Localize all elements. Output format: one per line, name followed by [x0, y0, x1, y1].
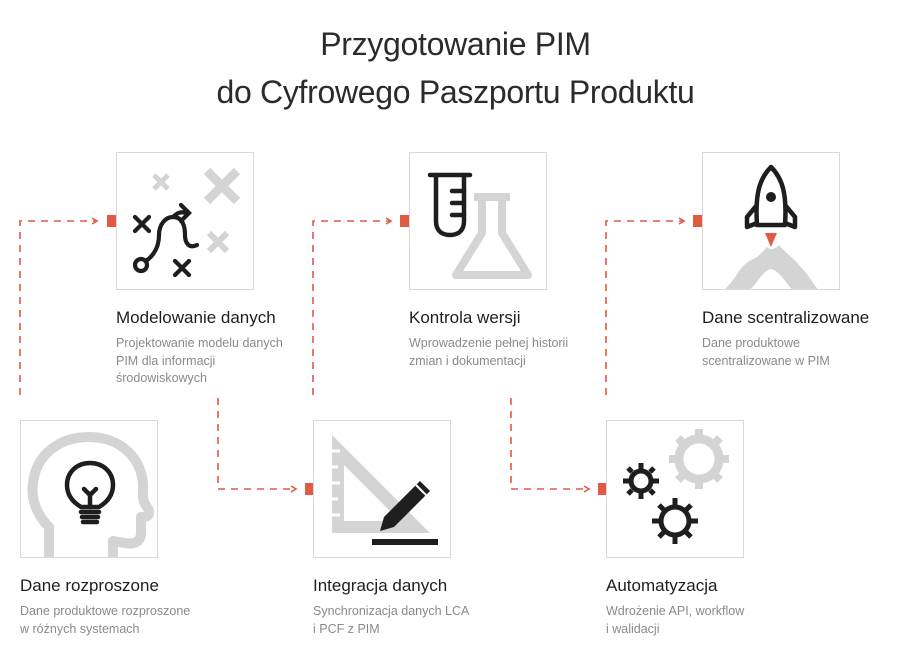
connector-1-to-2 [19, 217, 99, 395]
desc-line: Dane produktowe [702, 336, 800, 350]
card-automatyzacja [606, 420, 744, 558]
gears-icon [623, 429, 729, 544]
desc-line: PIM dla informacji [116, 353, 216, 368]
desc-line: Dane produktowe rozproszone [20, 604, 191, 618]
desc-line: zmian i dokumentacji [409, 353, 526, 368]
desc-line: Wdrożenie API, workflow [606, 604, 745, 618]
step-desc-modelowanie-danych: Projektowanie modelu danych PIM dla info… [116, 335, 316, 388]
connector-5-to-6 [605, 217, 686, 395]
step-desc-integracja-danych: Synchronizacja danych LCA i PCF z PIM [313, 603, 513, 638]
card-dane-scentralizowane [702, 152, 840, 290]
card-integracja-danych [313, 420, 451, 558]
step-desc-dane-rozproszone: Dane produktowe rozproszone w różnych sy… [20, 603, 220, 638]
desc-line: środowiskowych [116, 371, 208, 385]
desc-line: Synchronizacja danych LCA [313, 604, 470, 618]
step-label-dane-rozproszone: Dane rozproszone [20, 576, 159, 595]
step-desc-kontrola-wersji: Wprowadzenie pełnej historii zmian i dok… [409, 335, 609, 370]
path-map-icon [132, 167, 241, 278]
desc-line: scentralizowane w PIM [702, 353, 830, 368]
page-title-line-1: Przygotowanie PIM [320, 26, 591, 62]
card-kontrola-wersji [409, 152, 547, 290]
page-title-line-2: do Cyfrowego Paszportu Produktu [216, 74, 695, 110]
step-desc-dane-scentralizowane: Dane produktowe scentralizowane w PIM [702, 335, 902, 370]
connector-2-to-3 [217, 398, 298, 493]
desc-line: Wprowadzenie pełnej historii [409, 336, 569, 350]
desc-line: Projektowanie modelu danych [116, 336, 283, 350]
rocket-icon [725, 164, 818, 289]
test-tube-flask-icon [427, 172, 532, 279]
connector-3-to-4 [312, 217, 393, 395]
step-label-kontrola-wersji: Kontrola wersji [409, 308, 521, 327]
desc-line: i walidacji [606, 621, 660, 636]
step-label-integracja-danych: Integracja danych [313, 576, 448, 595]
step-label-modelowanie-danych: Modelowanie danych [116, 308, 276, 327]
card-dane-rozproszone [20, 420, 158, 558]
step-desc-automatyzacja: Wdrożenie API, workflow i walidacji [606, 603, 806, 638]
ruler-pen-icon [332, 435, 438, 545]
step-label-dane-scentralizowane: Dane scentralizowane [702, 308, 870, 327]
head-lightbulb-icon [27, 432, 155, 557]
card-modelowanie-danych [116, 152, 254, 290]
step-label-automatyzacja: Automatyzacja [606, 576, 718, 595]
desc-line: i PCF z PIM [313, 621, 380, 636]
connector-4-to-5 [510, 398, 591, 493]
desc-line: w różnych systemach [20, 621, 140, 636]
